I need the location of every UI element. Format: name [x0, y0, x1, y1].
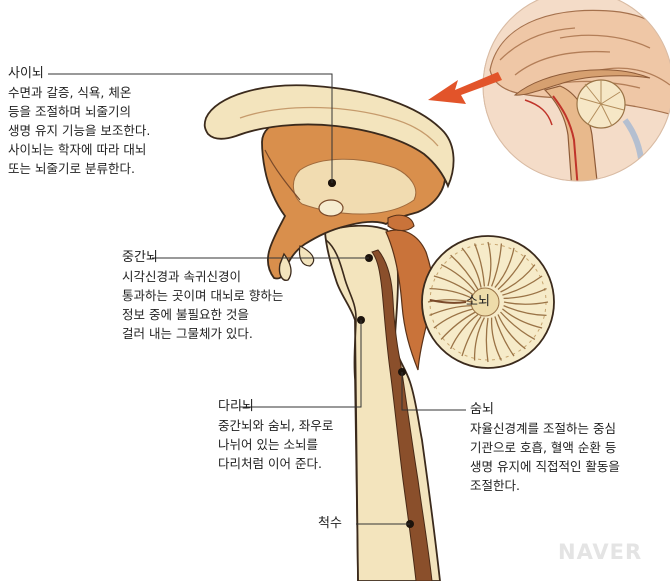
label-title: 다리뇌 — [218, 399, 254, 414]
label-midbrain: 중간뇌 시각신경과 속귀신경이 통과하는 곳이며 대뇌로 향하는 정보 중에 불… — [122, 248, 283, 343]
label-line: 걸러 내는 그물체가 있다. — [122, 326, 253, 341]
label-line: 자율신경계를 조절하는 중심 — [470, 421, 616, 436]
central-canal — [371, 249, 433, 581]
cerebellum-folium — [503, 301, 549, 305]
label-line: 사이뇌는 학자에 따라 대뇌 — [8, 142, 147, 157]
cerebellum-folium — [494, 316, 515, 357]
label-pons: 다리뇌 중간뇌와 숨뇌, 좌우로 나뉘어 있는 소뇌를 다리처럼 이어 준다. — [218, 397, 333, 473]
inset-brain-view — [482, 0, 670, 182]
cerebellum-folium — [473, 317, 485, 361]
cerebellum-folium — [429, 287, 473, 299]
cerebellum-folium — [429, 304, 473, 316]
cerebellum-folium — [497, 314, 526, 350]
cerebellum-folium — [500, 264, 536, 293]
label-line: 시각신경과 속귀신경이 — [122, 269, 241, 284]
leader-lines — [48, 73, 466, 525]
cerebellum-folium — [501, 308, 543, 329]
cerebellum-folium — [473, 243, 486, 287]
label-line: 수면과 갈증, 식욕, 체온 — [8, 85, 132, 100]
label-line: 중간뇌와 숨뇌, 좌우로 — [218, 418, 334, 433]
cerebellum — [421, 235, 555, 369]
label-line: 기관으로 호흡, 혈액 순환 등 — [470, 440, 617, 455]
cerebellum-folium — [440, 264, 477, 293]
label-line: 등을 조절하며 뇌줄기의 — [8, 104, 131, 119]
label-spinal-cord: 척수 — [318, 514, 342, 533]
cerebellum-folium — [490, 243, 503, 287]
cerebellum-folium — [440, 311, 476, 340]
cerebellum-folium — [450, 313, 479, 350]
cerebellum-folium — [427, 299, 473, 303]
cerebellum-folium — [490, 317, 502, 361]
cerebellum-folium — [461, 247, 482, 288]
label-line: 또는 뇌줄기로 분류한다. — [8, 161, 135, 176]
naver-watermark: NAVER — [558, 540, 643, 564]
cerebellum-folium — [487, 241, 492, 287]
orange-arrow — [428, 72, 502, 104]
label-title: 척수 — [318, 516, 342, 531]
cerebellum-folium — [433, 308, 474, 329]
label-title: 사이뇌 — [8, 66, 44, 81]
main-brain-section — [203, 84, 555, 581]
cerebellum-folium — [494, 247, 515, 289]
label-title: 중간뇌 — [122, 250, 158, 265]
label-line: 다리처럼 이어 준다. — [218, 456, 322, 471]
cerebellum-folium — [450, 254, 479, 290]
label-line: 나뉘어 있는 소뇌를 — [218, 437, 318, 452]
label-line: 생명 유지에 직접적인 활동을 — [470, 459, 620, 474]
label-medulla: 숨뇌 자율신경계를 조절하는 중심 기관으로 호흡, 혈액 순환 등 생명 유지… — [470, 400, 620, 495]
cerebellum-folium — [433, 275, 474, 296]
label-title: 숨뇌 — [470, 402, 494, 417]
cerebellum-folium — [497, 254, 526, 290]
label-diencephalon: 사이뇌 수면과 갈증, 식욕, 체온 등을 조절하며 뇌줄기의 생명 유지 기능… — [8, 64, 150, 178]
label-line: 생명 유지 기능을 보조한다. — [8, 123, 151, 138]
cerebellum-folium — [503, 288, 547, 300]
cerebellum-folium — [461, 316, 482, 357]
cerebellum-folium — [503, 305, 547, 317]
label-line: 조절한다. — [470, 478, 520, 493]
cerebellum-folium — [500, 311, 536, 340]
label-line: 정보 중에 불필요한 것을 — [122, 307, 249, 322]
label-line: 통과하는 곳이며 대뇌로 향하는 — [122, 288, 284, 303]
cerebellum-folium — [485, 317, 489, 363]
label-title: 소뇌 — [466, 294, 490, 309]
cerebellum-folium — [502, 275, 543, 296]
label-cerebellum: 소뇌 — [466, 292, 490, 311]
